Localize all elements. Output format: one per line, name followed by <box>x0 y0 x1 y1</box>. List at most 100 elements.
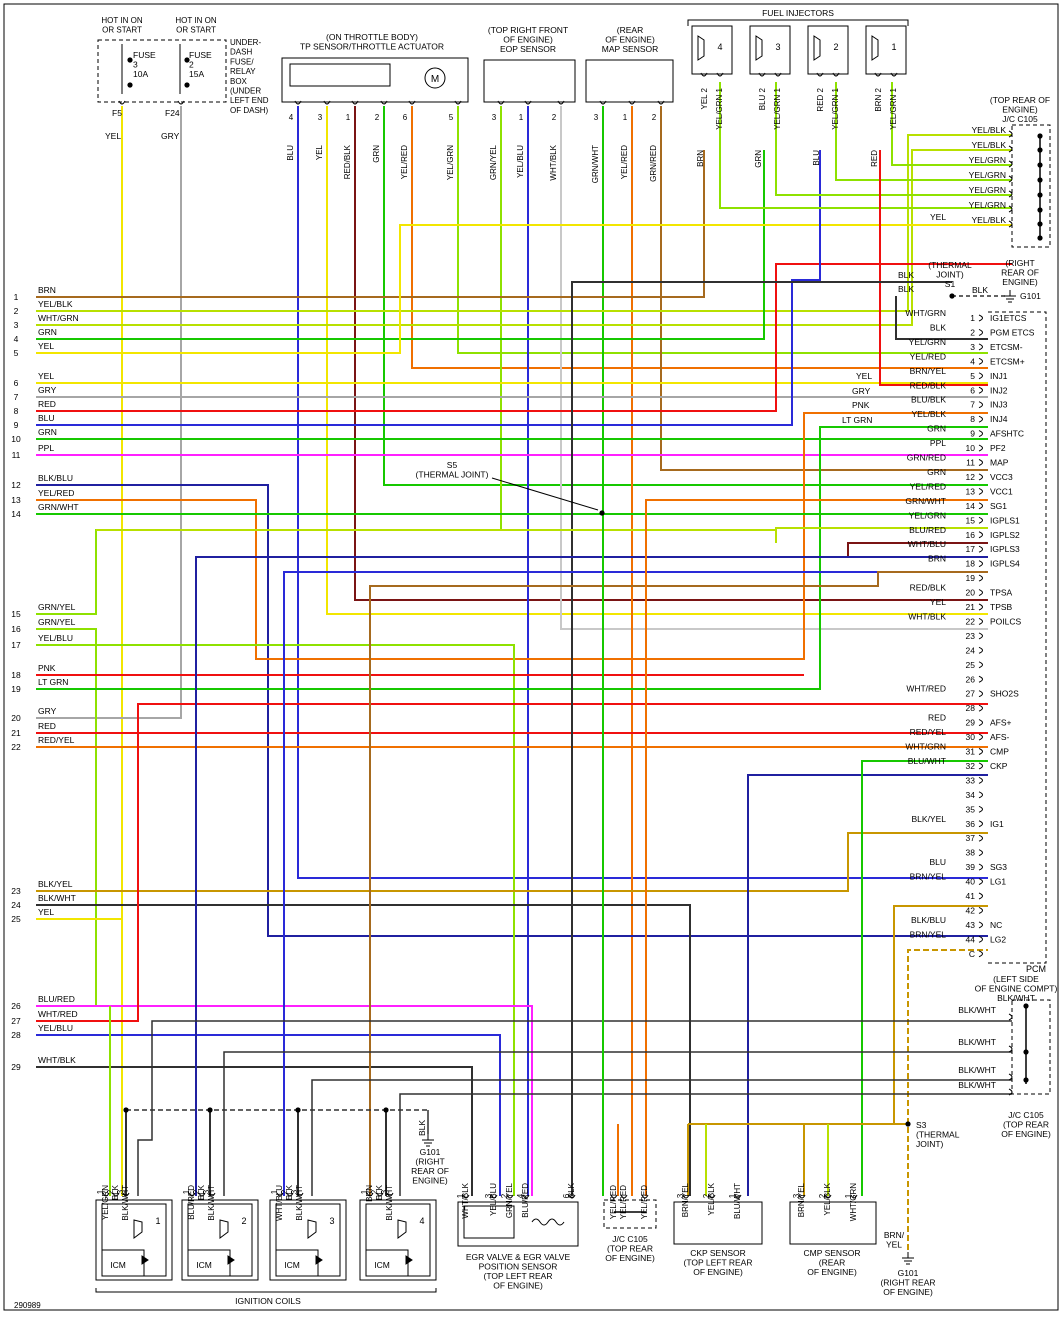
left-wire-color: WHT/RED <box>38 1009 78 1019</box>
tp-wire-label: YEL <box>315 144 324 160</box>
jc105-left-box <box>1011 999 1051 1095</box>
injector-wire-label: BLU <box>812 150 821 166</box>
wire-tp-yel <box>326 106 988 615</box>
pcm-pin <box>978 401 983 409</box>
egr-pin-number: 3 <box>484 1193 493 1198</box>
coil-wire-label: BLK/WHT <box>121 1185 130 1221</box>
jc105-bottom-wire-label: YEL/RED <box>619 1185 628 1219</box>
left-wire-color: BLU/RED <box>38 994 75 1004</box>
map-pin-number: 3 <box>594 113 599 122</box>
cmp-wire-label: BRN/YEL <box>797 1182 806 1217</box>
pcm-pin-number: 16 <box>966 530 976 540</box>
left-wire-number: 13 <box>11 495 21 505</box>
injector-coil-icon <box>813 35 821 61</box>
left-wire-color: RED <box>38 721 56 731</box>
pcm-function-label: PF2 <box>990 443 1006 453</box>
left-wire-color: GRY <box>38 385 57 395</box>
cmp-pin <box>850 1194 858 1199</box>
injector-coil-icon <box>697 35 705 61</box>
pcm-pin <box>978 574 983 582</box>
injector-pin2-label: YEL 2 <box>700 87 709 109</box>
pcm-pin-number: 11 <box>966 458 975 468</box>
fuel-injector-box <box>807 25 849 75</box>
pcm-function-label: INJ2 <box>990 385 1008 395</box>
coil-wire-label: BLK <box>285 1184 294 1200</box>
pcm-pin <box>978 820 983 828</box>
wire-coil1-blkwht <box>137 1020 1012 1196</box>
pcm-pin-number: 7 <box>970 400 975 410</box>
ckp-wire-label: BRN/YEL <box>681 1182 690 1217</box>
pcm-wire-label: BRN/YEL <box>910 366 947 376</box>
left-wire-number: 5 <box>14 348 19 358</box>
injector-wire-label: BRN <box>696 150 705 167</box>
pcm-pin <box>978 328 983 336</box>
pcm-pin-number: 36 <box>966 819 976 829</box>
pcm-pin-number: C <box>969 949 975 959</box>
egr-pin-number: 1 <box>456 1193 465 1198</box>
pcm-pin-number: 13 <box>966 486 976 496</box>
pcm-pin-number: 41 <box>966 891 976 901</box>
jc105-bus-dot <box>1037 133 1043 139</box>
fuse-gry-label: GRY <box>161 131 180 141</box>
pcm-pin-number: 30 <box>966 732 976 742</box>
pcm-function-label: AFS+ <box>990 718 1012 728</box>
pcm-function-label: IGPLS2 <box>990 530 1020 540</box>
jc105-left-pin <box>1008 1088 1013 1096</box>
g101-top-ground <box>1004 290 1016 303</box>
wire-row12-blkblu <box>36 484 988 937</box>
left-wire-number: 28 <box>11 1030 21 1040</box>
coil-pin-number: 3 <box>202 1189 211 1194</box>
wire-cmp-whtgrn <box>861 760 988 1196</box>
g101-top-label: G101 <box>1020 291 1041 301</box>
pcm-pin <box>978 343 983 351</box>
pcm-wire-label: BRN <box>928 554 946 564</box>
pcm-ext-label: GRY <box>852 386 871 396</box>
wire-row16-grnyel <box>36 628 97 1006</box>
left-wire-number: 8 <box>14 406 19 416</box>
left-wire-number: 10 <box>11 434 21 444</box>
pcm-wire-label: WHT/GRN <box>905 742 946 752</box>
left-wire-number: 25 <box>11 914 21 924</box>
left-wire-color: PNK <box>38 663 56 673</box>
f24-label: F24 <box>165 108 180 118</box>
jc105-top-wire-label: YEL/GRN <box>969 155 1006 165</box>
wire-row2-yelblk <box>36 134 1012 312</box>
egr-pin-number: 2 <box>500 1193 509 1198</box>
wire-eop-whtblk <box>560 106 988 630</box>
fuse3-dot <box>127 57 133 63</box>
tp-pin <box>323 100 331 105</box>
wire-coil4-brn <box>369 571 988 1196</box>
tp-pin-number: 4 <box>289 113 294 122</box>
pcm-pin <box>978 834 983 842</box>
wire-map-grnred <box>660 106 988 471</box>
coil-pin-number: 1 <box>360 1189 369 1194</box>
pcm-pin <box>978 719 983 727</box>
egr-pin <box>522 1194 530 1199</box>
left-wire-color: YEL <box>38 907 54 917</box>
jc105-top-wire-label: YEL/GRN <box>969 185 1006 195</box>
injector-number: 2 <box>833 42 838 52</box>
icm-label: ICM <box>284 1260 300 1270</box>
pcm-pin-number: 25 <box>966 660 976 670</box>
pcm-pin <box>978 906 983 914</box>
pcm-pin-number: 5 <box>970 371 975 381</box>
left-wire-number: 19 <box>11 684 21 694</box>
ckp-pin-number: 3 <box>676 1193 685 1198</box>
pcm-pin <box>978 704 983 712</box>
egr-wire-label: BLU/RED <box>521 1183 530 1218</box>
pcm-pin-number: 21 <box>966 602 976 612</box>
jc105-top-pin <box>1008 160 1013 168</box>
pcm-wire-label: BLU/WHT <box>908 756 946 766</box>
pcm-pin-number: 40 <box>966 877 976 887</box>
jc105-bus-dot <box>1037 177 1043 183</box>
wire-row23-blkyel <box>36 832 988 892</box>
pcm-pin <box>978 314 983 322</box>
pcm-label: PCM <box>1026 964 1046 974</box>
coil-diode-icon <box>141 1255 149 1265</box>
left-wire-color: WHT/BLK <box>38 1055 76 1065</box>
wire-row9-blu <box>36 150 821 426</box>
